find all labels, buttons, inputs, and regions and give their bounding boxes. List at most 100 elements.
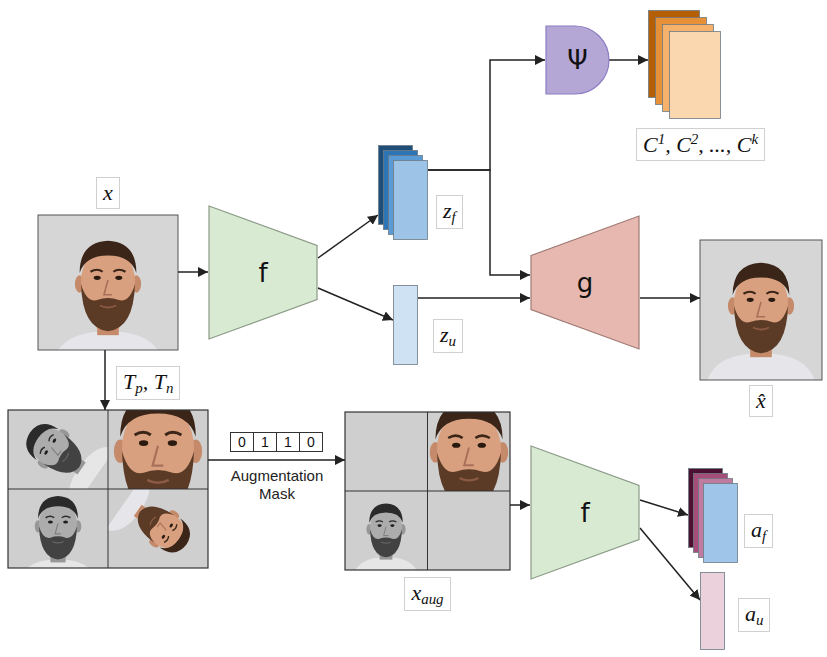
d-shape [546, 26, 609, 94]
flow-arrow [318, 215, 378, 258]
feature-stack-outline [688, 468, 738, 563]
symbol-label: zu [433, 319, 463, 353]
text-part: x [103, 180, 113, 205]
label-anchor: Augmentation Mask [213, 467, 341, 503]
symbol-label: C1, C2, ..., Ck [636, 128, 765, 161]
concept-stack-outline [648, 10, 721, 119]
block-symbol: Ψ [567, 47, 587, 73]
mask-bit: 1 [276, 432, 300, 452]
symbol-label: xaug [404, 577, 450, 611]
flow-arrow [418, 297, 530, 299]
tensor-slice [389, 156, 423, 235]
latent-bar: au [700, 572, 725, 650]
text-part: z [443, 198, 452, 223]
symbol-label: x [96, 177, 120, 209]
tensor-slice [394, 286, 418, 365]
feature-stack: zf [378, 145, 428, 240]
label-anchor: zu [433, 319, 463, 353]
symbol-label: zf [436, 195, 463, 229]
edge-label: Tp, Tn [116, 366, 180, 400]
flow-arrow [609, 59, 648, 61]
tensor-slice [394, 161, 428, 240]
input-image [38, 215, 178, 360]
text-part: aug [421, 591, 443, 607]
encoder-block: f [530, 445, 640, 580]
text-part: f [762, 528, 766, 544]
text-part: x̂ [756, 388, 766, 413]
concept-stack: C1, C2, ..., Ck [648, 10, 721, 119]
flow-arrow [428, 170, 530, 275]
text-part: Ψ [567, 45, 587, 75]
masked-views [345, 401, 533, 574]
mask-bit: 1 [253, 432, 277, 452]
flow-arrow [510, 504, 530, 506]
text-part: a [745, 601, 756, 626]
tensor-slice [704, 484, 738, 563]
flow-arrow [104, 350, 106, 410]
text-part: z [440, 322, 449, 347]
latent-bar-outline [700, 572, 725, 650]
label-anchor: zf [436, 195, 463, 229]
text-part: x [411, 580, 421, 605]
feature-stack-outline [378, 145, 428, 240]
label-anchor: xaug [345, 577, 510, 611]
mask-bit: 0 [299, 432, 323, 452]
text-part: u [756, 612, 763, 628]
text-part: T [123, 369, 135, 394]
text-part: g [577, 268, 594, 298]
flow-arrow [640, 500, 688, 515]
label-anchor: x̂ [700, 385, 822, 417]
flow-arrow [640, 297, 700, 299]
tensor-slice [656, 18, 707, 105]
flow-arrow [318, 288, 393, 320]
flow-arrow [178, 271, 208, 273]
text-part: f [452, 209, 456, 225]
flow-arrow [428, 60, 545, 170]
reconstructed-image [700, 240, 822, 382]
text-part: n [166, 380, 173, 396]
symbol-label: af [744, 514, 773, 548]
encoder-block-outline [208, 205, 318, 340]
label-anchor: x [38, 177, 178, 209]
text-part: u [449, 333, 456, 349]
tensor-slice [649, 11, 700, 98]
trapezoid [531, 216, 639, 349]
text-part: p [135, 380, 142, 396]
augmentation-grid [8, 410, 208, 568]
tensor-slice [689, 469, 723, 548]
tensor-slice [699, 479, 733, 558]
text-part: , C [665, 132, 691, 157]
latent-bar: zu [393, 285, 418, 365]
symbol-label: au [738, 598, 770, 632]
trapezoid [531, 446, 639, 579]
flow-arrow [208, 459, 345, 461]
encoder-block: f [208, 205, 318, 340]
feature-stack: af [688, 468, 738, 563]
symbol-label: x̂ [749, 385, 773, 417]
text-part: f [580, 498, 589, 528]
block-symbol: f [258, 260, 267, 286]
label-anchor: au [738, 598, 770, 632]
tensor-slice [384, 151, 418, 230]
edge-label: Augmentation Mask [213, 467, 341, 503]
text-part: Augmentation Mask [231, 467, 324, 502]
tensor-slice [663, 25, 714, 112]
text-part: k [752, 131, 759, 147]
text-part: 1 [658, 131, 665, 147]
latent-bar-outline [393, 285, 418, 365]
encoder-block-outline [530, 445, 640, 580]
label-anchor: af [744, 514, 773, 548]
block-symbol: f [580, 500, 589, 526]
text-part: 2 [691, 131, 698, 147]
label-anchor: C1, C2, ..., Ck [636, 128, 765, 161]
image-frame: x̂ [700, 240, 822, 380]
text-part: f [258, 258, 267, 288]
label-anchor: Tp, Tn [116, 366, 180, 400]
trapezoid [209, 206, 317, 339]
text-part: a [751, 517, 762, 542]
